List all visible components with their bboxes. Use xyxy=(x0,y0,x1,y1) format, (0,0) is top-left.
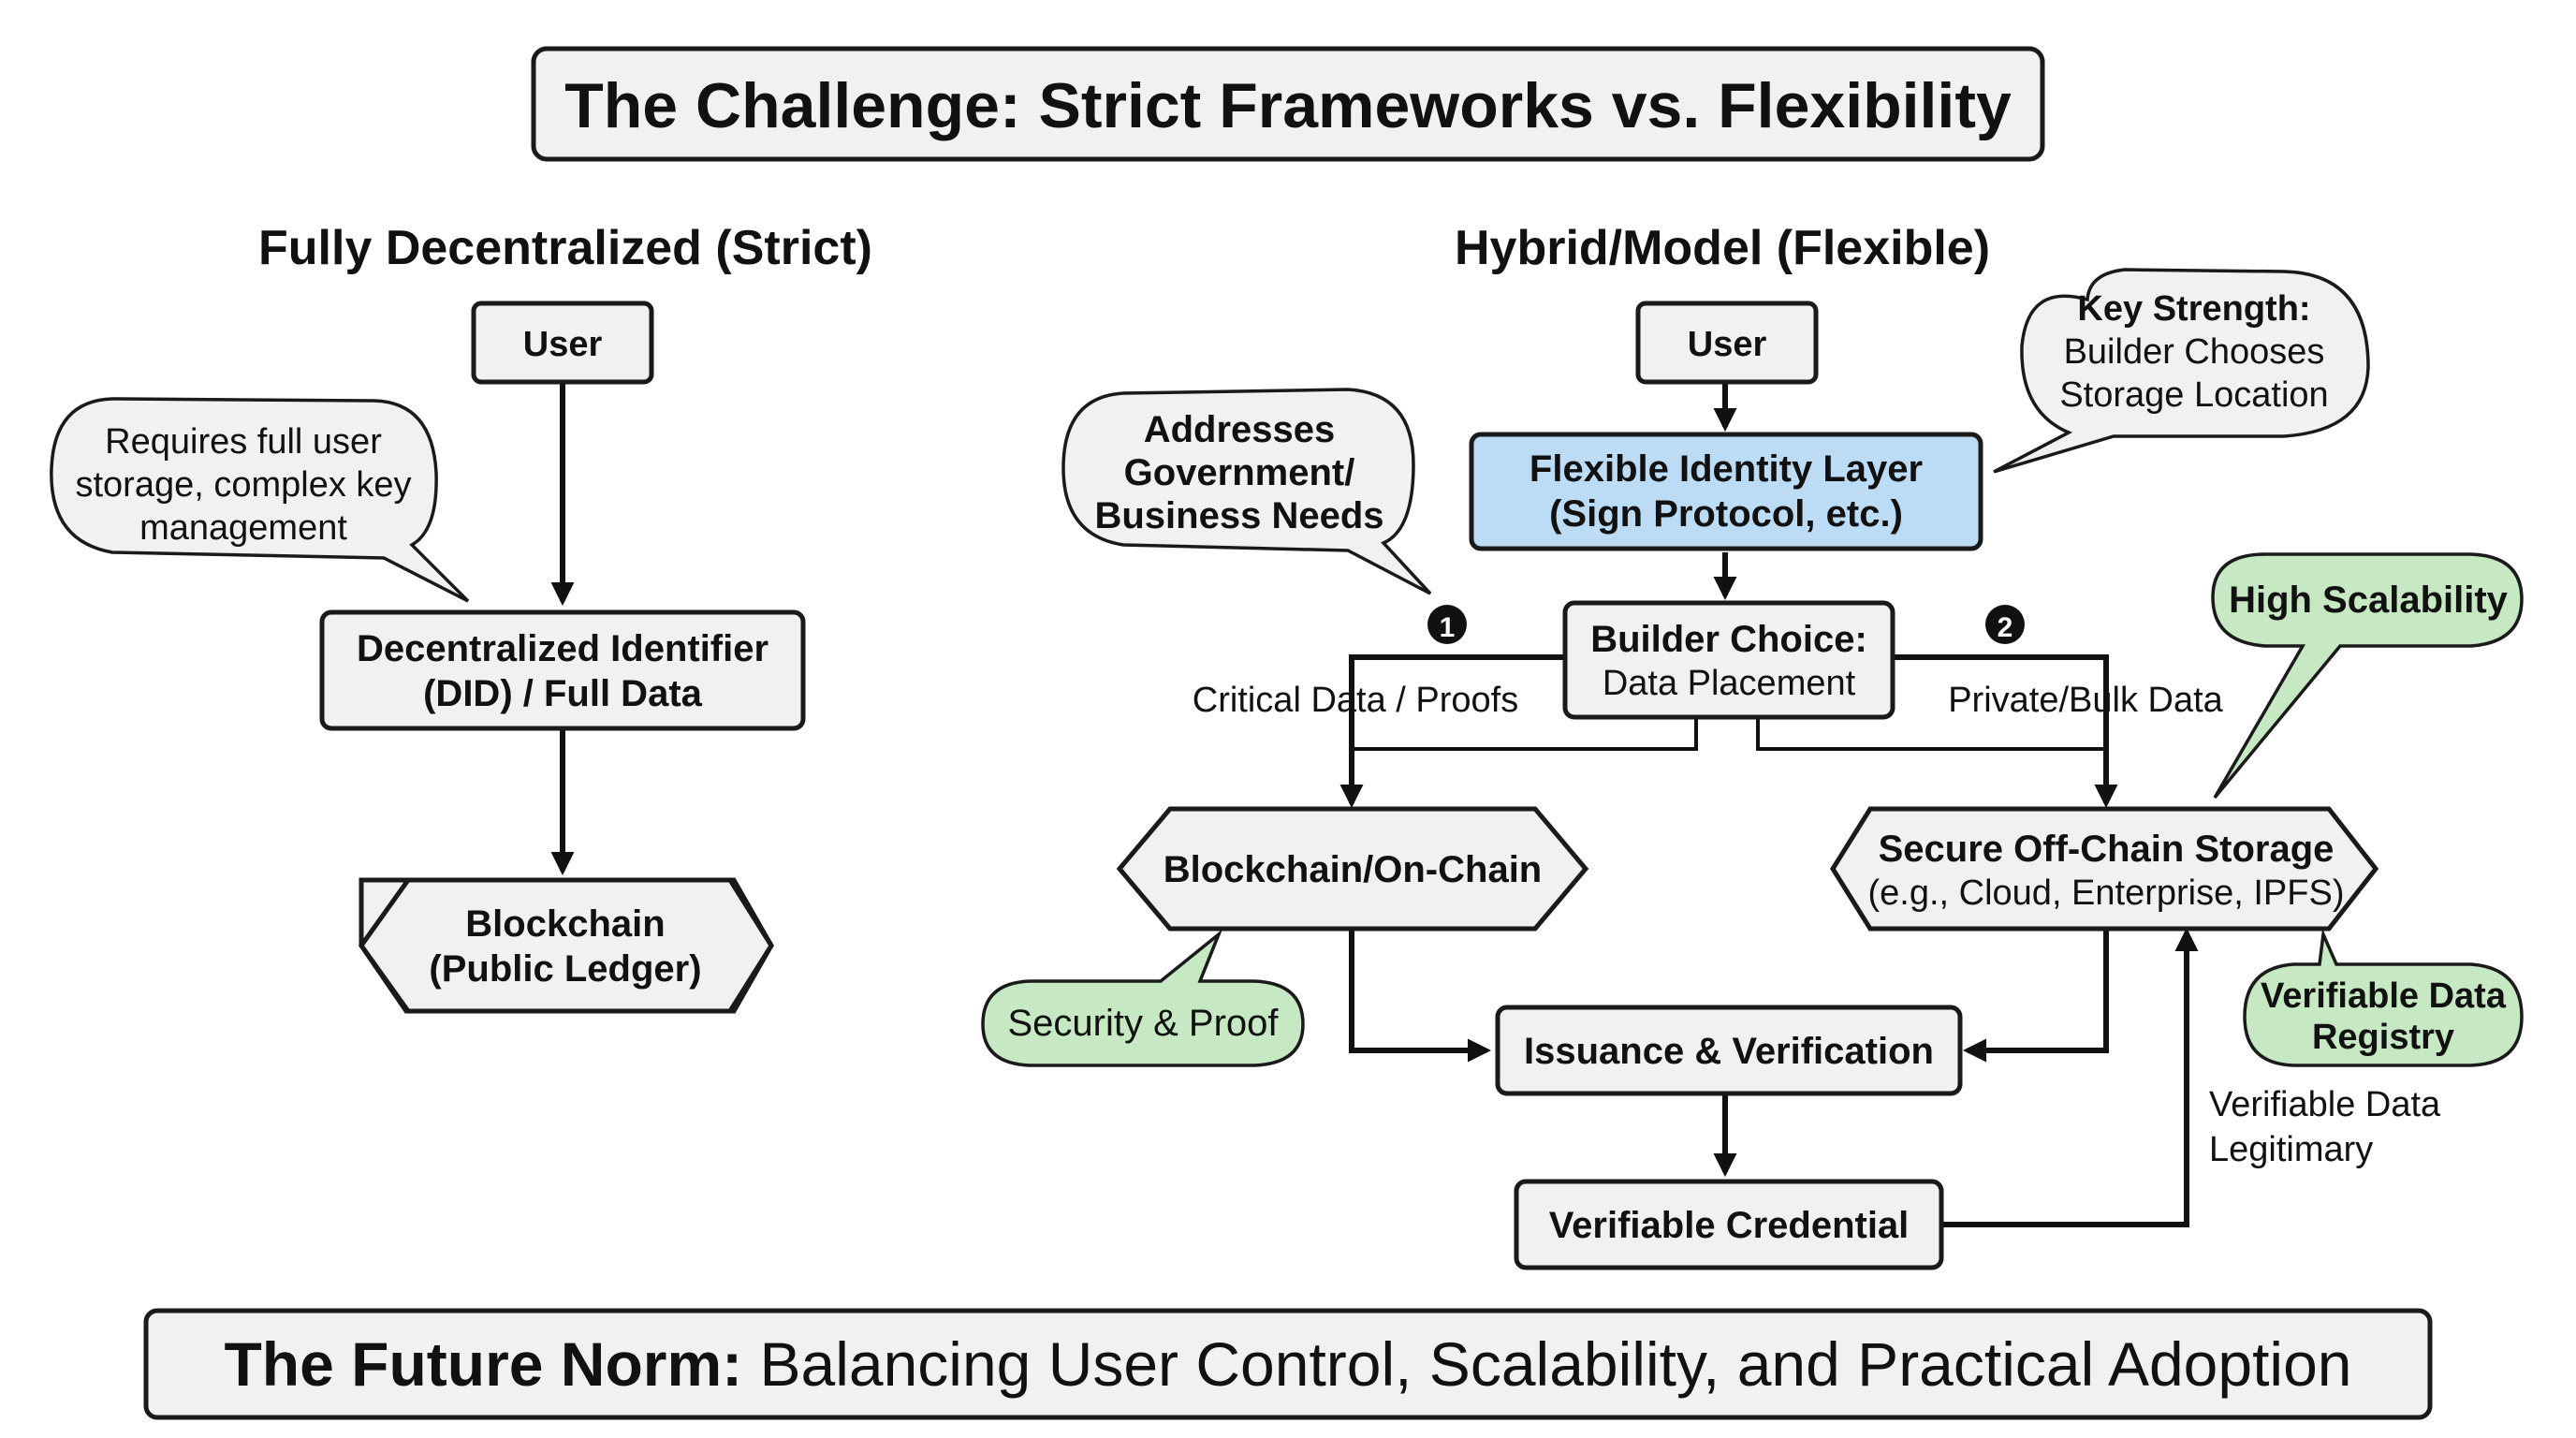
left-blockchain-line2: (Public Ledger) xyxy=(429,948,701,990)
left-user-box: User xyxy=(471,301,654,385)
off-chain-hexagon: Secure Off-Chain Storage (e.g., Cloud, E… xyxy=(1830,806,2379,932)
on-chain-label: Blockchain/On-Chain xyxy=(1164,849,1543,890)
right-flow-lines xyxy=(1339,382,2199,1227)
critical-data-label: Critical Data / Proofs xyxy=(1193,681,1518,720)
marker-1-label: 1 xyxy=(1440,612,1456,643)
off-chain-line1: Secure Off-Chain Storage xyxy=(1879,829,2334,870)
left-blockchain-line1: Blockchain xyxy=(465,903,665,945)
on-chain-hexagon: Blockchain/On-Chain xyxy=(1116,806,1589,932)
addresses-line1: Addresses xyxy=(1144,409,1336,450)
marker-1: 1 xyxy=(1427,605,1467,644)
left-user-label: User xyxy=(523,325,603,364)
left-note-bubble: Requires full user storage, complex key … xyxy=(50,397,470,603)
footer-bold: The Future Norm: xyxy=(224,1329,742,1399)
did-line1: Decentralized Identifier xyxy=(357,628,768,669)
right-user-label: User xyxy=(1688,325,1767,364)
credential-label: Verifiable Credential xyxy=(1549,1205,1910,1246)
high-scalability-bubble: High Scalability xyxy=(2211,552,2524,800)
identity-layer-line2: (Sign Protocol, etc.) xyxy=(1549,493,1903,535)
left-note-line1: Requires full user xyxy=(105,422,382,462)
footer-rest: Balancing User Control, Scalability, and… xyxy=(742,1329,2351,1399)
footer-box: The Future Norm: Balancing User Control,… xyxy=(143,1308,2433,1420)
builder-choice-line1: Builder Choice: xyxy=(1590,619,1867,660)
legitimacy-line2: Legitimary xyxy=(2209,1130,2373,1169)
private-data-label: Private/Bulk Data xyxy=(1948,681,2223,720)
left-note-line3: management xyxy=(139,508,347,548)
key-strength-bubble: Key Strength: Builder Chooses Storage Lo… xyxy=(1993,268,2370,474)
off-chain-line2: (e.g., Cloud, Enterprise, IPFS) xyxy=(1868,873,2345,913)
verifiable-registry-line2: Registry xyxy=(2312,1018,2454,1057)
builder-choice-box: Builder Choice: Data Placement xyxy=(1562,600,1895,720)
key-strength-line3: Storage Location xyxy=(2059,375,2328,415)
did-line2: (DID) / Full Data xyxy=(423,673,703,714)
title-text: The Challenge: Strict Frameworks vs. Fle… xyxy=(564,70,2012,141)
addresses-line3: Business Needs xyxy=(1094,495,1383,536)
key-strength-line1: Key Strength: xyxy=(2077,289,2310,329)
builder-choice-line2: Data Placement xyxy=(1603,664,1856,703)
issuance-box: Issuance & Verification xyxy=(1495,1005,1963,1096)
identity-layer-line1: Flexible Identity Layer xyxy=(1530,448,1923,490)
verifiable-registry-line1: Verifiable Data xyxy=(2261,976,2507,1016)
key-strength-line2: Builder Chooses xyxy=(2064,332,2325,372)
marker-2-label: 2 xyxy=(1998,612,2013,643)
security-proof-label: Security & Proof xyxy=(1007,1003,1279,1044)
title-box: The Challenge: Strict Frameworks vs. Fle… xyxy=(531,46,2045,162)
right-user-box: User xyxy=(1635,301,1819,385)
identity-layer-box: Flexible Identity Layer (Sign Protocol, … xyxy=(1469,432,1983,551)
addresses-bubble: Addresses Government/ Business Needs xyxy=(1061,388,1432,595)
left-blockchain-hexagon: Blockchain (Public Ledger) xyxy=(358,877,774,1014)
right-heading: Hybrid/Model (Flexible) xyxy=(1455,221,1990,275)
verifiable-registry-bubble: Verifiable Data Registry xyxy=(2243,928,2524,1067)
security-proof-bubble: Security & Proof xyxy=(981,929,1305,1067)
did-box: Decentralized Identifier (DID) / Full Da… xyxy=(319,609,806,731)
addresses-line2: Government/ xyxy=(1124,452,1355,493)
credential-box: Verifiable Credential xyxy=(1514,1179,1944,1270)
marker-2: 2 xyxy=(1985,605,2025,644)
legitimacy-line1: Verifiable Data xyxy=(2209,1085,2441,1124)
left-note-line2: storage, complex key xyxy=(75,465,411,505)
footer-text: The Future Norm: Balancing User Control,… xyxy=(224,1329,2351,1399)
left-heading: Fully Decentralized (Strict) xyxy=(258,221,872,275)
high-scalability-label: High Scalability xyxy=(2229,580,2509,621)
issuance-label: Issuance & Verification xyxy=(1524,1031,1934,1072)
